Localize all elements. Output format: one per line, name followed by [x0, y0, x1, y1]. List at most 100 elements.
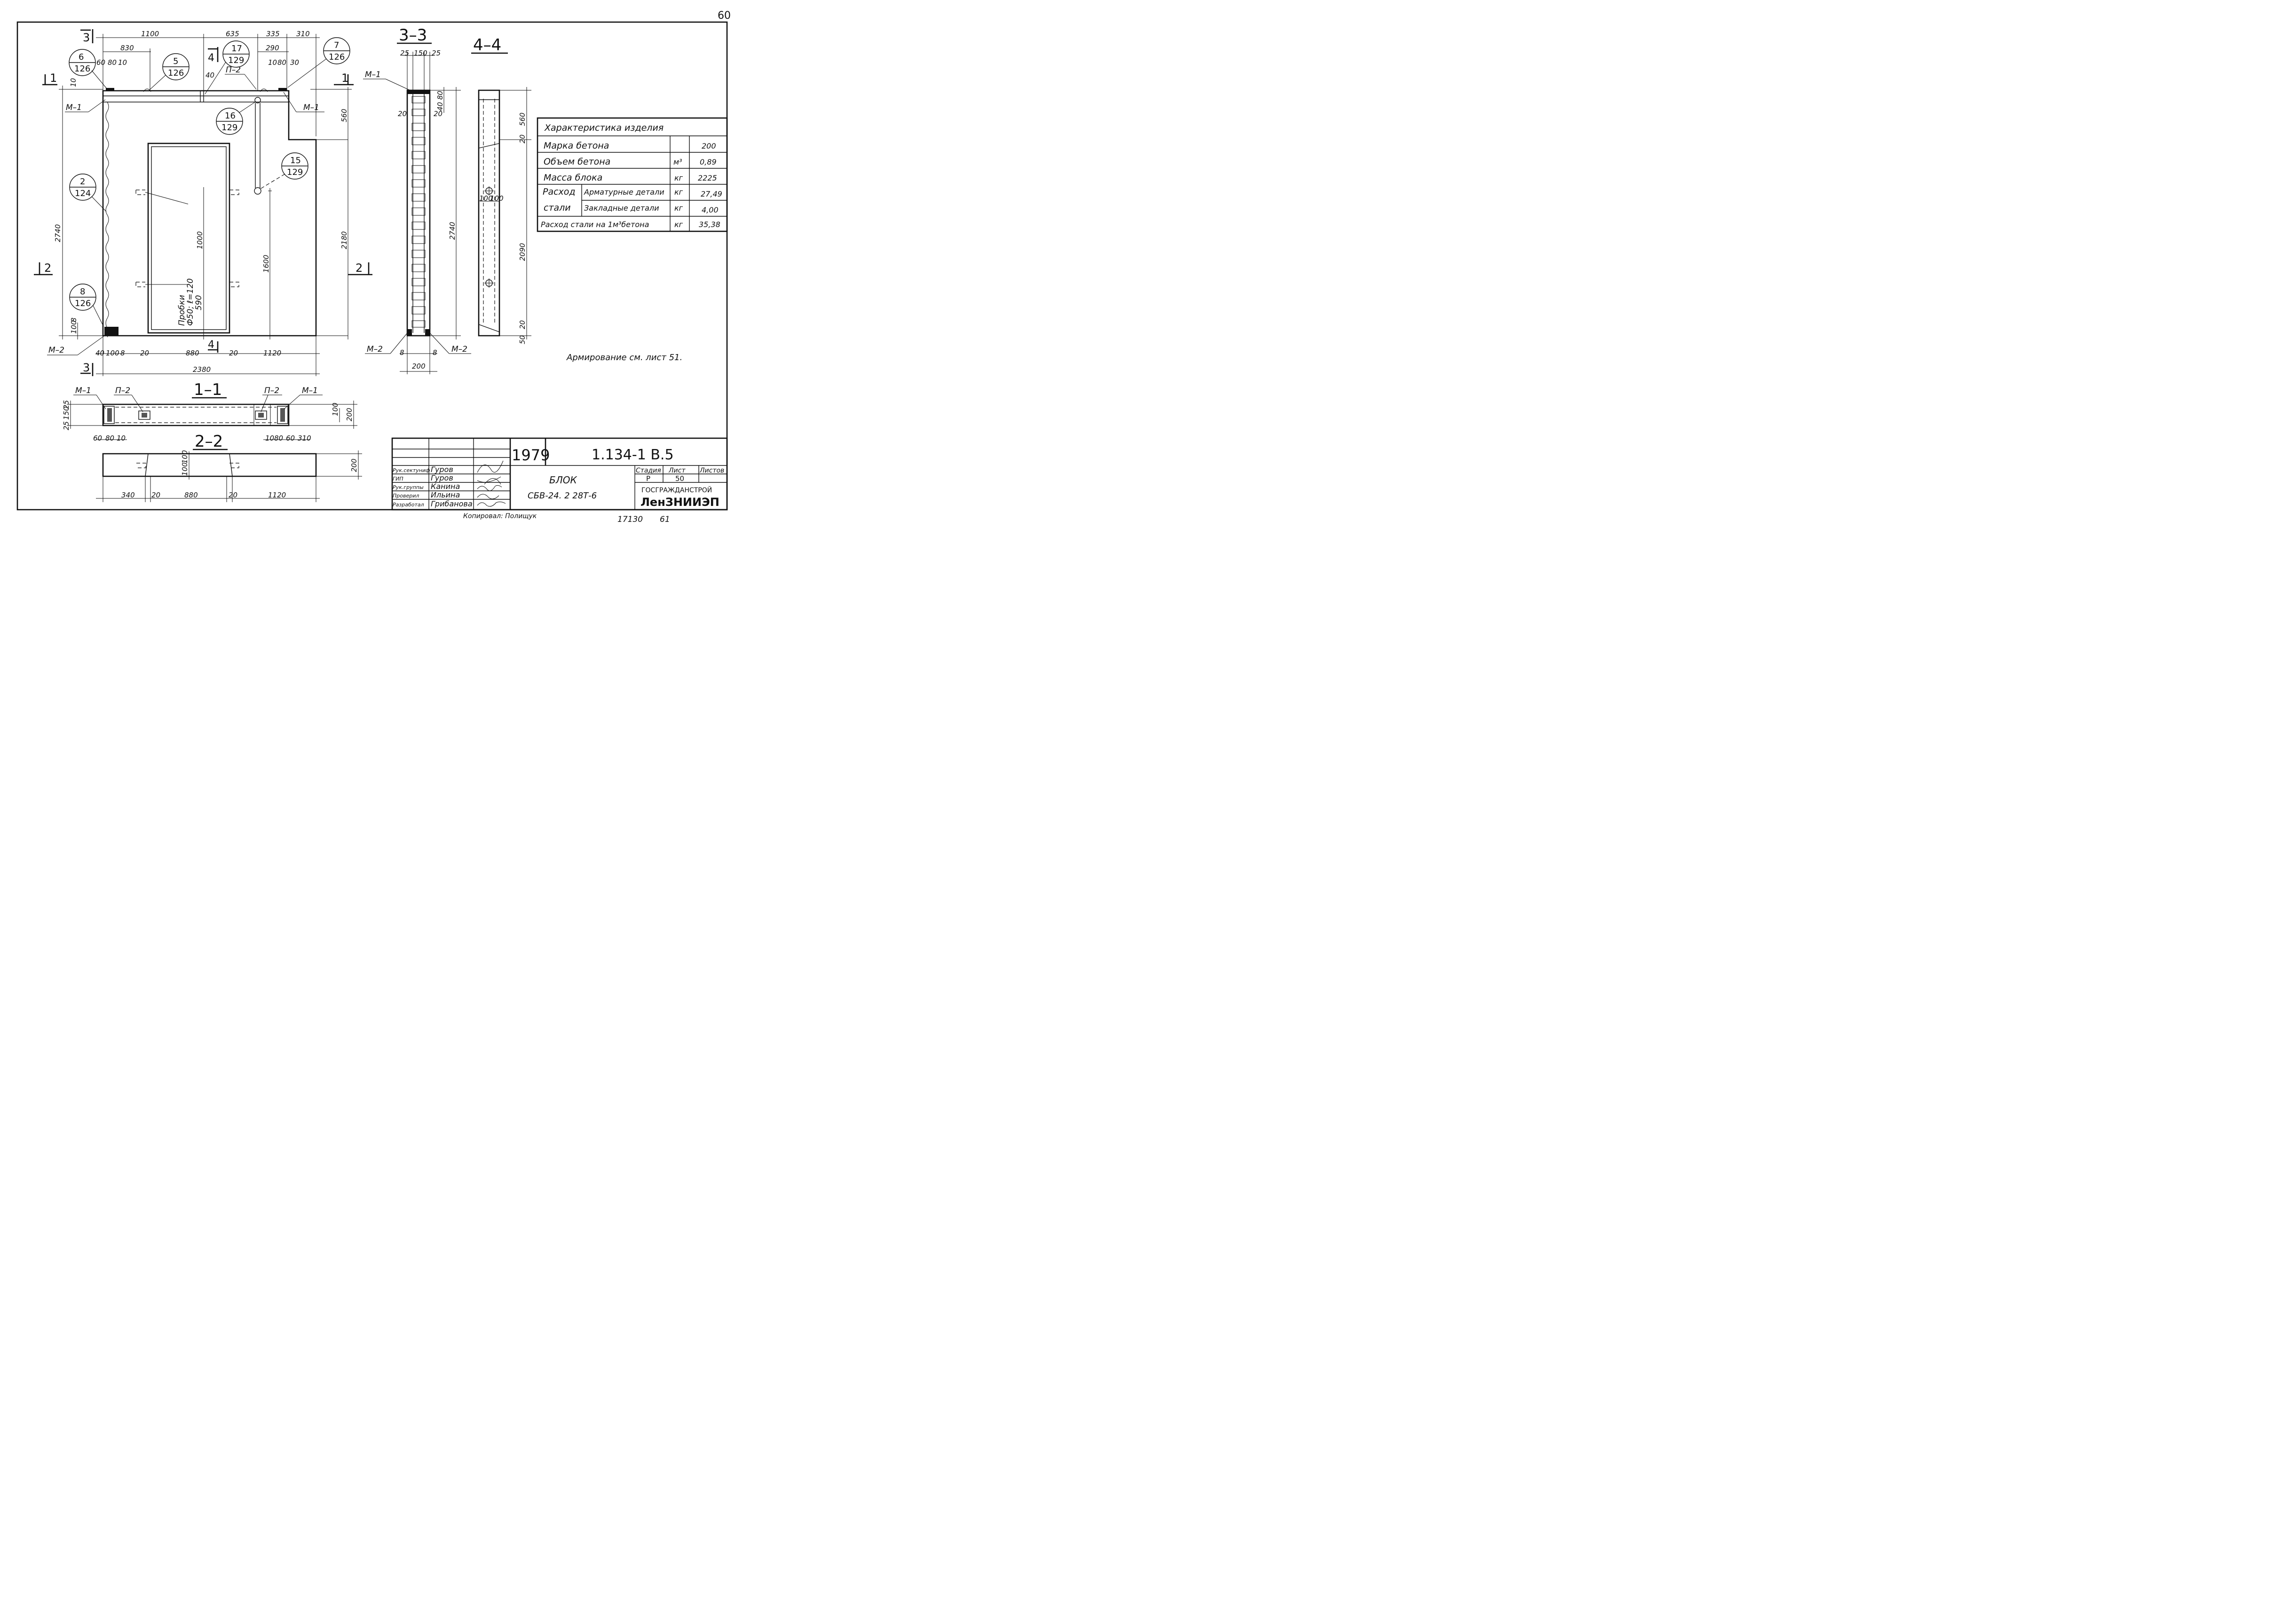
- tb-role-5: Разработал: [393, 502, 424, 508]
- tb-name-p4: Ильина: [431, 490, 460, 499]
- svg-text:10: 10: [117, 434, 126, 442]
- lifting-loop-p2: [254, 97, 261, 103]
- svg-text:340: 340: [121, 491, 135, 499]
- callout-8-126: 8 126: [69, 284, 103, 325]
- label-m2-33-left: М–2: [367, 345, 383, 354]
- section-1-1: 1–1 25 150 25 60 80 10 10 80 60 310 100: [62, 380, 357, 442]
- cut-2-right: 2: [356, 261, 363, 275]
- main-elevation: [102, 88, 317, 338]
- callout-5-126: 5 126: [149, 53, 190, 91]
- spec-row-3-unit: кг: [674, 173, 683, 182]
- section-3-3-outline: [406, 89, 431, 337]
- dim-2740: 2740: [54, 224, 62, 242]
- dim-1120: 1120: [263, 349, 281, 357]
- dim-8: 8: [70, 317, 78, 322]
- dim-20b: 20: [229, 349, 238, 357]
- label-p2-11-left: П–2: [115, 386, 130, 395]
- dim-10c: 10: [69, 78, 78, 87]
- svg-text:80: 80: [436, 91, 444, 100]
- cut-3-top: 3: [83, 31, 90, 44]
- svg-text:100: 100: [181, 450, 189, 464]
- dim-10: 10: [118, 58, 127, 67]
- tb-name-p3: Канина: [431, 482, 460, 491]
- callout-17-129: 17 129: [205, 40, 250, 95]
- tb-stage-header: Стадия: [636, 467, 661, 474]
- tb-role-2: ГИП: [393, 476, 403, 482]
- svg-text:100: 100: [490, 194, 504, 203]
- section-3-3: 3–3 25 150 25 20 20 40 80 2740 8 8 200 М…: [363, 26, 471, 374]
- callout-15-129: 15 129: [260, 152, 308, 189]
- svg-text:100: 100: [479, 194, 493, 203]
- svg-text:25: 25: [62, 400, 71, 409]
- cut-4-bottom: 4: [208, 339, 214, 351]
- label-m1-33: М–1: [365, 70, 381, 79]
- tb-org-2: ЛенЗНИИЭП: [640, 496, 719, 509]
- dim-335: 335: [266, 30, 280, 38]
- sheet-frame: [16, 21, 728, 511]
- svg-text:200: 200: [412, 362, 426, 371]
- dim-1600: 1600: [262, 255, 270, 273]
- section-4-4-outline: [478, 89, 500, 337]
- svg-text:60: 60: [93, 434, 102, 442]
- svg-text:126: 126: [74, 64, 90, 74]
- label-m1-11-right: М–1: [302, 386, 318, 395]
- dim-100b: 100: [106, 349, 119, 357]
- svg-text:40: 40: [436, 102, 444, 111]
- section-3-3-title: 3–3: [399, 26, 427, 45]
- dim-80b: 80: [277, 58, 286, 67]
- spec-row-3-value: 2225: [698, 173, 717, 182]
- label-m1-right: М–1: [303, 103, 319, 112]
- dim-2180: 2180: [340, 231, 348, 249]
- plug-note: Пробки Ф50; ℓ=120 590: [177, 278, 204, 326]
- svg-text:20: 20: [434, 110, 443, 118]
- svg-text:20: 20: [151, 491, 160, 499]
- svg-text:20: 20: [398, 110, 407, 118]
- cut-3-bottom: 3: [83, 361, 90, 374]
- spec-row-5-sub: Закладные детали: [584, 204, 659, 213]
- svg-text:25: 25: [400, 49, 409, 57]
- dim-10b: 10: [268, 58, 277, 67]
- spec-row-5-name: стали: [544, 203, 571, 213]
- svg-text:7: 7: [334, 40, 339, 50]
- copied-by: Копировал: Полищук: [463, 512, 537, 520]
- dim-560: 560: [340, 109, 348, 122]
- callout-16-129: 16 129: [216, 101, 256, 135]
- embedded-plate-m1-left: [106, 88, 114, 91]
- wavy-edge: [105, 102, 109, 338]
- cut-1-right: 1: [341, 71, 348, 85]
- main-dimension-texts: 1100 635 335 310 830 290 60 80 10 10 80 …: [54, 30, 348, 374]
- svg-text:150: 150: [62, 406, 71, 420]
- plug-note-line2: Ф50; ℓ=120: [186, 278, 195, 326]
- hole-15: [254, 187, 261, 195]
- spec-row-6-value: 35,38: [699, 220, 720, 229]
- svg-text:1120: 1120: [268, 491, 286, 499]
- spec-table: Характеристика изделия Марка бетона 200 …: [537, 117, 728, 232]
- dim-830: 830: [120, 44, 134, 52]
- archive-sheet: 61: [660, 515, 670, 524]
- tb-sheet: 50: [675, 474, 684, 483]
- svg-text:126: 126: [168, 68, 184, 78]
- svg-text:16: 16: [225, 111, 236, 121]
- dim-310: 310: [296, 30, 310, 38]
- svg-text:310: 310: [298, 434, 311, 442]
- svg-text:129: 129: [221, 123, 237, 133]
- tb-sheets-header: Листов: [699, 467, 724, 474]
- tb-year: 1979: [512, 446, 550, 464]
- spec-row-6-unit: кг: [674, 220, 683, 229]
- plug-note-line1: Пробки: [177, 295, 187, 326]
- svg-text:8: 8: [400, 348, 404, 357]
- dim-40: 40: [205, 71, 214, 79]
- svg-text:100: 100: [331, 402, 340, 416]
- dim-1100: 1100: [141, 30, 159, 38]
- svg-text:129: 129: [287, 167, 303, 177]
- spec-title: Характеристика изделия: [544, 123, 664, 133]
- dim-635: 635: [226, 30, 239, 38]
- door-opening-inner: [151, 146, 227, 330]
- callouts: 6 126 5 126 17 129 7 126 16 129: [69, 37, 350, 325]
- svg-text:880: 880: [184, 491, 198, 499]
- section-4-4: 4–4 560 20 100 100 2090 20 50: [471, 36, 531, 344]
- svg-text:6: 6: [79, 52, 84, 62]
- spec-row-2-value: 0,89: [700, 158, 717, 166]
- section-2-2-title: 2–2: [195, 432, 223, 451]
- svg-text:8: 8: [80, 287, 85, 297]
